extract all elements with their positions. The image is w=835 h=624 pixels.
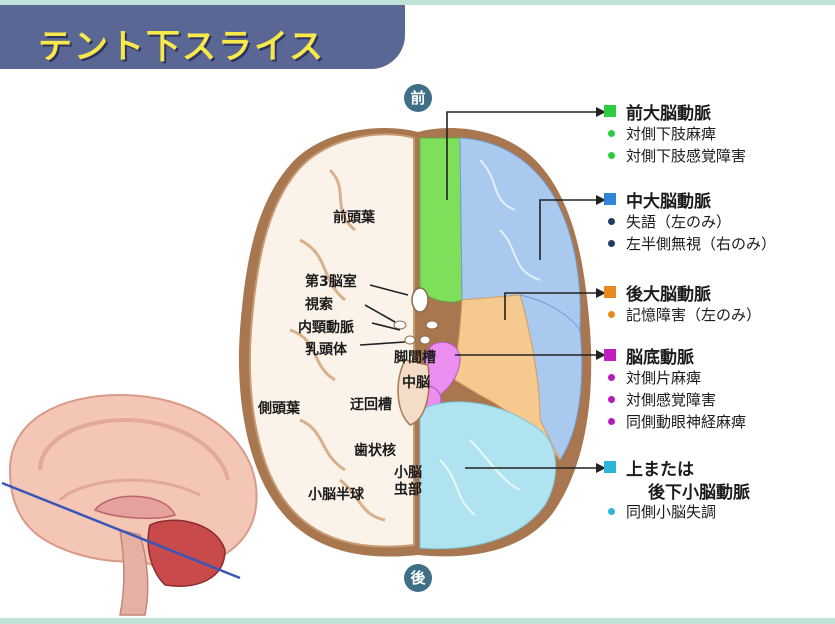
label-third-ventricle: 第3脳室 <box>305 274 357 290</box>
label-interpeduncular-cistern: 脚間槽 <box>394 350 436 366</box>
legend-basilar: 脳底動脈 対側片麻痺 対側感覚障害 同側動眼神経麻痺 <box>604 344 746 432</box>
sagittal-brain-icon <box>1 393 258 616</box>
cerebellar-color-swatch <box>604 461 616 473</box>
arrow-heads <box>596 107 606 473</box>
aca-color-swatch <box>604 105 616 117</box>
label-temporal-lobe: 側頭葉 <box>258 401 300 417</box>
page-title: テント下スライス <box>38 27 325 67</box>
title-banner: テント下スライス <box>0 5 405 69</box>
label-midbrain: 中脳 <box>402 375 430 391</box>
label-cerebellar-hemisphere: 小脳半球 <box>308 487 364 503</box>
legend-mca: 中大脳動脈 失語（左のみ） 左半側無視（右のみ） <box>604 188 776 254</box>
label-mammillary-body: 乳頭体 <box>305 342 347 358</box>
label-frontal-lobe: 前頭葉 <box>333 210 375 226</box>
mca-color-swatch <box>604 193 616 205</box>
label-dentate-nucleus: 歯状核 <box>354 443 396 459</box>
label-ambient-cistern: 迂回槽 <box>350 397 392 413</box>
legend-aca: 前大脳動脈 対側下肢麻痺 対側下肢感覚障害 <box>604 100 746 166</box>
legend-pca: 後大脳動脈 記憶障害（左のみ） <box>604 281 761 325</box>
top-accent-bar <box>0 0 835 5</box>
label-internal-carotid: 内頸動脈 <box>298 320 354 336</box>
slice-plane-line <box>1 481 241 580</box>
brain-axial-slice <box>238 128 592 557</box>
label-vermis: 小脳 虫部 <box>394 465 422 498</box>
legend-cerebellar: 上または 後下小脳動脈 同側小脳失調 <box>604 456 750 522</box>
back-direction-badge: 後 <box>404 564 432 592</box>
front-direction-badge: 前 <box>404 84 432 112</box>
leader-lines <box>359 111 596 469</box>
bottom-accent-bar <box>0 618 835 624</box>
pca-color-swatch <box>604 286 616 298</box>
label-optic-tract: 視索 <box>305 297 333 313</box>
basilar-color-swatch <box>604 349 616 361</box>
